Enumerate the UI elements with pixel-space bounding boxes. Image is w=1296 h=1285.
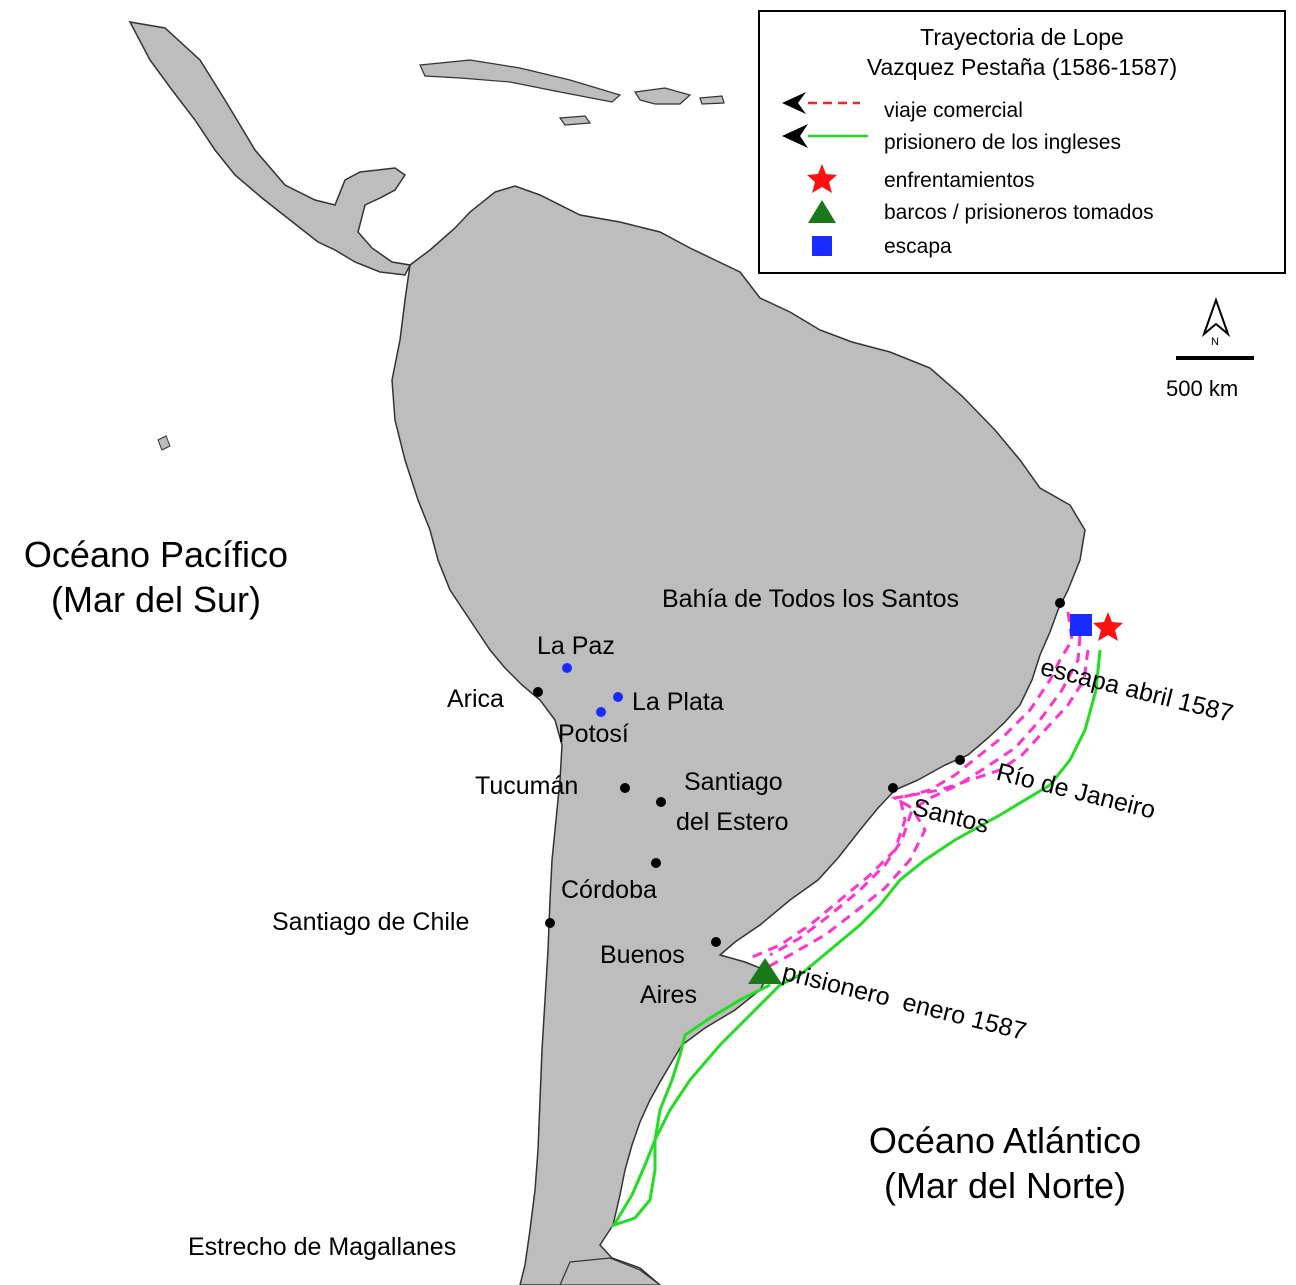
galapagos-island <box>157 435 171 451</box>
north-label: N <box>1211 336 1219 348</box>
label-arica: Arica <box>447 685 504 713</box>
label-magallanes: Estrecho de Magallanes <box>188 1233 457 1261</box>
cuba-island <box>419 59 622 103</box>
city-dots <box>533 598 1065 947</box>
label-buenos-aires-1: Buenos <box>600 941 685 969</box>
legend-item-ships-taken: barcos / prisioneros tomados <box>884 201 1154 224</box>
confrontation-star <box>1093 612 1123 641</box>
tierra-del-fuego-island <box>559 1257 661 1285</box>
prisoners-taken-triangle <box>748 958 782 984</box>
trade-route <box>749 611 1090 972</box>
legend-square-icon <box>812 236 832 256</box>
pacific-ocean-subname: (Mar del Sur) <box>50 579 262 620</box>
legend-star-icon <box>807 164 837 193</box>
label-santiago-estero-1: Santiago <box>684 768 783 796</box>
atlantic-ocean-name: Océano Atlántico <box>868 1120 1142 1161</box>
legend: Trayectoria de Lope Vazquez Pestaña (158… <box>758 10 1286 274</box>
pacific-ocean-label: Océano Pacífico (Mar del Sur) <box>6 532 306 622</box>
label-la-plata: La Plata <box>632 688 724 716</box>
scale-and-north: N 500 km <box>1160 292 1270 402</box>
prisoner-route <box>610 649 1102 1228</box>
hispaniola-island <box>633 87 692 105</box>
legend-item-trade: viaje comercial <box>884 99 1023 122</box>
city-dot-tucuman <box>620 783 630 793</box>
escape-marker <box>1070 614 1092 636</box>
legend-title-line2: Vazquez Pestaña (1586-1587) <box>866 54 1178 80</box>
label-santiago-chile: Santiago de Chile <box>272 908 470 936</box>
city-dot-la-plata <box>613 692 623 702</box>
legend-item-escape: escapa <box>884 235 952 258</box>
city-dot-buenos-aires <box>711 937 721 947</box>
legend-prisoner-arrow-icon <box>782 124 808 148</box>
label-potosi: Potosí <box>558 720 629 748</box>
city-dot-potosi <box>596 707 606 717</box>
legend-triangle-icon <box>808 200 836 223</box>
legend-item-prisoner: prisionero de los ingleses <box>884 131 1121 154</box>
atlantic-ocean-subname: (Mar del Norte) <box>883 1165 1127 1206</box>
label-cordoba: Córdoba <box>561 876 657 904</box>
south-america-landmass <box>391 185 1086 1285</box>
central-america-landmass <box>128 21 412 276</box>
label-la-paz: La Paz <box>537 632 615 660</box>
jamaica-island <box>558 115 592 126</box>
legend-symbols <box>782 92 868 256</box>
city-dot-cordoba <box>651 858 661 868</box>
legend-title-line1: Trayectoria de Lope <box>920 24 1124 50</box>
legend-trade-arrow-icon <box>782 92 806 114</box>
puerto-rico-island <box>699 95 725 105</box>
label-tucuman: Tucumán <box>475 772 579 800</box>
city-dot-santiago-chile <box>545 918 555 928</box>
north-arrow-icon <box>1176 296 1254 360</box>
city-dot-la-paz <box>562 663 572 673</box>
city-dot-bahia <box>1055 598 1065 608</box>
city-dot-arica <box>533 687 543 697</box>
city-dot-santiago-estero <box>656 797 666 807</box>
atlantic-ocean-label: Océano Atlántico (Mar del Norte) <box>840 1118 1170 1208</box>
city-dot-santos <box>888 783 898 793</box>
city-dot-rio <box>955 755 965 765</box>
label-santiago-estero-2: del Estero <box>676 808 789 836</box>
label-buenos-aires-2: Aires <box>640 981 697 1009</box>
legend-item-confrontation: enfrentamientos <box>884 169 1035 192</box>
label-bahia: Bahía de Todos los Santos <box>662 585 959 613</box>
scale-distance-label: 500 km <box>1166 376 1239 401</box>
pacific-ocean-name: Océano Pacífico <box>23 534 289 575</box>
